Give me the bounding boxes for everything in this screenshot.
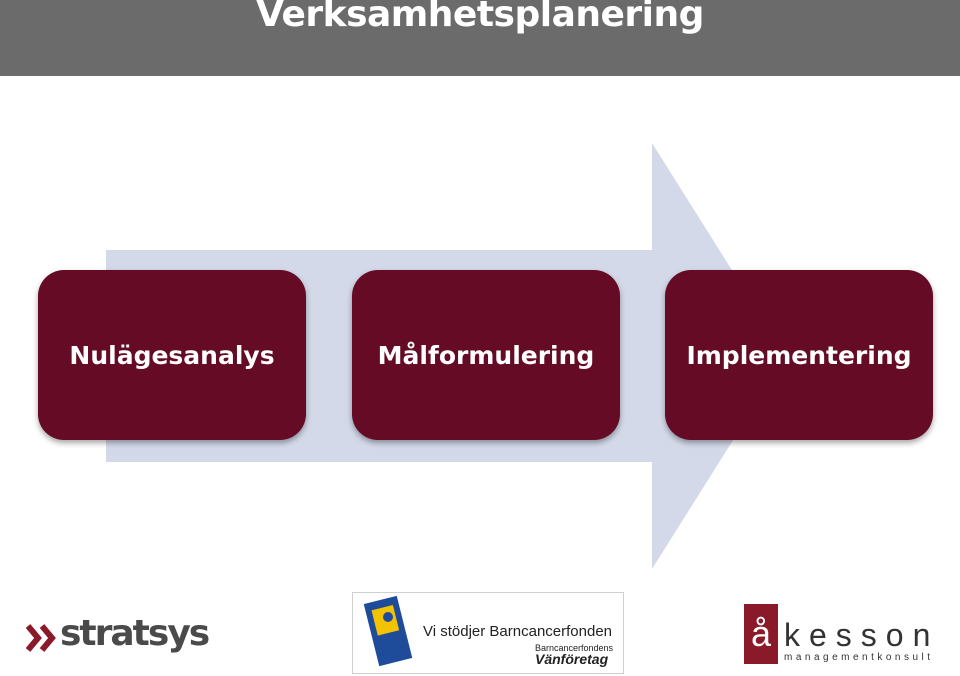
bcf-tagline: Vi stödjer Barncancerfonden bbox=[423, 623, 613, 640]
bcf-vanforetag: Vänföretag bbox=[535, 651, 609, 667]
slide-title: Verksamhetsplanering bbox=[256, 0, 704, 35]
akesson-logo: å kesson managementkonsult bbox=[744, 604, 950, 668]
akesson-mark: å bbox=[744, 604, 778, 664]
stratsys-logo: stratsys bbox=[26, 614, 210, 660]
barncancerfonden-logo: Vi stödjer Barncancerfonden Barncancerfo… bbox=[352, 592, 624, 674]
akesson-letter: å bbox=[750, 613, 772, 654]
stratsys-wordmark: stratsys bbox=[60, 613, 210, 654]
barncancerfonden-badge-icon bbox=[363, 595, 413, 667]
title-bar: Verksamhetsplanering bbox=[0, 0, 960, 76]
step-box-implementering: Implementering bbox=[665, 270, 933, 440]
double-chevron-right-icon bbox=[26, 624, 56, 652]
bcf-subline: Barncancerfondens bbox=[535, 643, 614, 653]
akesson-wordmark: kesson bbox=[784, 617, 940, 653]
step-box-nulagesanalys: Nulägesanalys bbox=[38, 270, 306, 440]
step-label: Målformulering bbox=[377, 340, 595, 370]
step-box-malformulering: Målformulering bbox=[352, 270, 620, 440]
step-label: Nulägesanalys bbox=[69, 340, 275, 370]
step-label: Implementering bbox=[686, 340, 912, 370]
akesson-subtitle: managementkonsult bbox=[784, 652, 934, 663]
